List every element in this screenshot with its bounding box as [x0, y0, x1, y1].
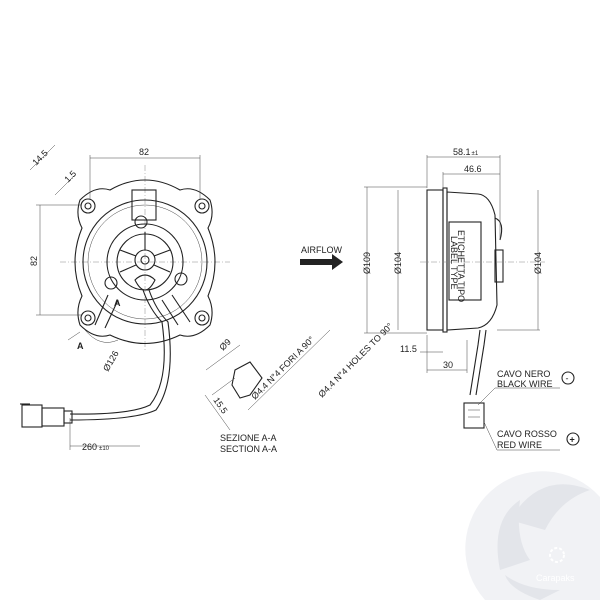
dim-section-diameter: Ø9 [217, 337, 233, 353]
black-wire-it: CAVO NERO [497, 369, 550, 379]
dim-cable-offset: 30 [443, 360, 453, 370]
dim-body-depth: 46.6 [464, 164, 482, 174]
section-title-en: SECTION A-A [220, 444, 277, 454]
plus-icon [566, 432, 580, 446]
section-marker: A [114, 298, 121, 308]
dim-total-depth: 58.1±1 [453, 147, 479, 157]
dim-diameter-rear: Ø104 [533, 252, 543, 274]
holes-note-it: Ø4.4 N°4 FORI A 90° [249, 334, 316, 401]
label-type-it: ETICHETTA TIPO [456, 230, 466, 302]
section-view: Ø9 15.5 Ø4.4 N°4 FORI A 90° Ø4.4 N°4 HOL… [204, 321, 395, 454]
dim-diameter-outer: Ø126 [101, 349, 121, 373]
dim-hole-spacing-horizontal: 82 [139, 147, 149, 157]
dim-flange-offset: 11.5 [400, 344, 417, 354]
carapaks-logo: Carapaks [465, 471, 600, 600]
label-type-en: LABEL TYPE [449, 236, 459, 290]
section-title-it: SEZIONE A-A [220, 433, 277, 443]
airflow-label: AIRFLOW [301, 245, 343, 255]
logo-text: Carapaks [536, 573, 575, 583]
connector [20, 403, 73, 428]
dim-cable-length: 260±10 [82, 442, 110, 452]
minus-icon [561, 371, 575, 385]
mount-holes [80, 198, 210, 326]
dim-flange-width: 14.5 [30, 148, 49, 167]
holes-note-en: Ø4.4 N°4 HOLES TO 90° [316, 321, 395, 400]
airflow-arrow-icon [300, 254, 343, 270]
red-wire-en: RED WIRE [497, 440, 542, 450]
plus-symbol: + [570, 435, 575, 445]
dim-diameter-shroud: Ø109 [362, 252, 372, 274]
minus-symbol: - [566, 374, 569, 384]
section-marker: A [77, 341, 84, 351]
dim-section-depth: 15.5 [211, 395, 229, 415]
dim-flange-thickness: 1.5 [62, 168, 78, 184]
front-view: 14.5 1.5 82 82 A A Ø126 260±10 [20, 144, 230, 452]
side-view: ETICHETTA TIPO LABEL TYPE 58.1±1 46.6 Ø1… [362, 147, 545, 429]
red-wire-it: CAVO ROSSO [497, 429, 557, 439]
dim-hole-spacing-vertical: 82 [29, 256, 39, 266]
wire-labels: CAVO NERO BLACK WIRE - CAVO ROSSO RED WI… [477, 369, 580, 451]
dim-diameter-body: Ø104 [393, 252, 403, 274]
black-wire-en: BLACK WIRE [497, 379, 553, 389]
airflow-indicator: AIRFLOW [300, 245, 343, 270]
